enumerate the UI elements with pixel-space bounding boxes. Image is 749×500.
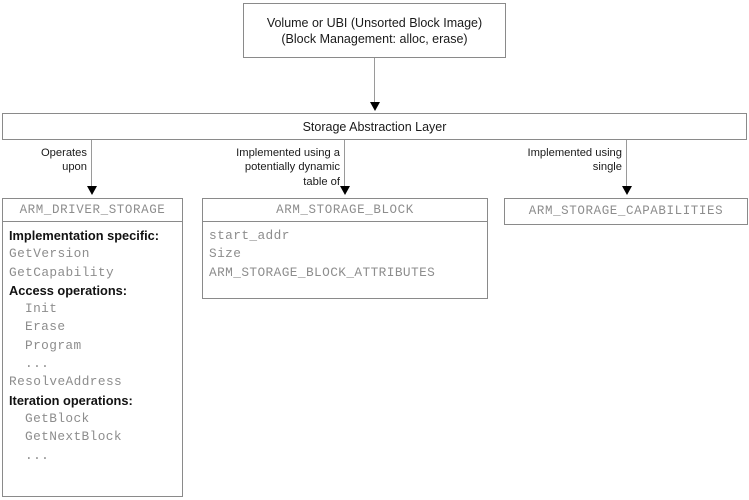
edge-sal-to-caps-label-line-2: single: [592, 161, 622, 174]
arm-driver-storage-row: ...: [25, 356, 50, 372]
edge-sal-to-block-label-line-3: table of: [303, 175, 340, 188]
arm-driver-storage-row: Init: [25, 301, 58, 317]
node-arm-driver-storage-divider: [3, 221, 182, 222]
node-volume-line-1: Volume or UBI (Unsorted Block Image): [266, 15, 483, 30]
arm-driver-storage-row: Access operations:: [9, 282, 128, 298]
edge-sal-to-caps-label-line-1: Implemented using: [527, 147, 622, 159]
node-arm-storage-block-divider: [203, 221, 487, 222]
edge-volume-to-sal-arrowhead: [370, 102, 380, 111]
node-arm-storage-capabilities: ARM_STORAGE_CAPABILITIES: [504, 198, 748, 225]
edge-sal-to-block-arrowhead: [340, 186, 350, 195]
node-volume-or-ubi: Volume or UBI (Unsorted Block Image) (Bl…: [243, 3, 506, 58]
node-sal-label: Storage Abstraction Layer: [302, 119, 447, 134]
arm-driver-storage-row: Iteration operations:: [9, 392, 133, 408]
node-arm-storage-block-header: ARM_STORAGE_BLOCK: [276, 203, 414, 217]
edge-sal-to-caps-label: Implemented using single: [476, 146, 622, 175]
arm-driver-storage-row: GetNextBlock: [25, 429, 122, 445]
node-volume-line-2: (Block Management: alloc, erase): [281, 31, 468, 46]
arm-driver-storage-row: GetBlock: [25, 410, 90, 426]
arm-driver-storage-row: ...: [25, 447, 50, 463]
edge-sal-to-driver-label-line-2: upon: [62, 161, 87, 174]
arm-driver-storage-row: Implementation specific:: [9, 228, 160, 243]
edge-sal-to-driver-line: [91, 140, 92, 189]
arm-driver-storage-row: Program: [25, 337, 82, 353]
arm-driver-storage-row: GetVersion: [9, 246, 90, 262]
arm-driver-storage-row: ResolveAddress: [9, 374, 123, 390]
arm-storage-block-row: start_addr: [209, 228, 290, 243]
arm-storage-block-row: ARM_STORAGE_BLOCK_ATTRIBUTES: [209, 264, 436, 280]
edge-sal-to-caps-arrowhead: [622, 186, 632, 195]
edge-sal-to-caps-line: [626, 140, 627, 189]
edge-sal-to-driver-label: Operates upon: [0, 146, 87, 175]
node-arm-driver-storage: ARM_DRIVER_STORAGE Implementation specif…: [2, 198, 183, 497]
arm-driver-storage-row: Erase: [25, 319, 66, 335]
edge-volume-to-sal-line: [374, 58, 375, 105]
edge-sal-to-driver-label-line-1: Operates: [40, 147, 87, 159]
edge-sal-to-block-label-line-1: Implemented using a: [236, 147, 340, 159]
node-arm-driver-storage-header: ARM_DRIVER_STORAGE: [19, 203, 166, 217]
edge-sal-to-block-line: [344, 140, 345, 189]
node-storage-abstraction-layer: Storage Abstraction Layer: [2, 113, 747, 140]
arm-driver-storage-row: GetCapability: [9, 264, 115, 280]
node-arm-storage-capabilities-header: ARM_STORAGE_CAPABILITIES: [528, 204, 724, 218]
edge-sal-to-block-label-line-2: potentially dynamic: [244, 161, 340, 174]
arm-storage-block-row: Size: [209, 246, 242, 262]
edge-sal-to-driver-arrowhead: [87, 186, 97, 195]
